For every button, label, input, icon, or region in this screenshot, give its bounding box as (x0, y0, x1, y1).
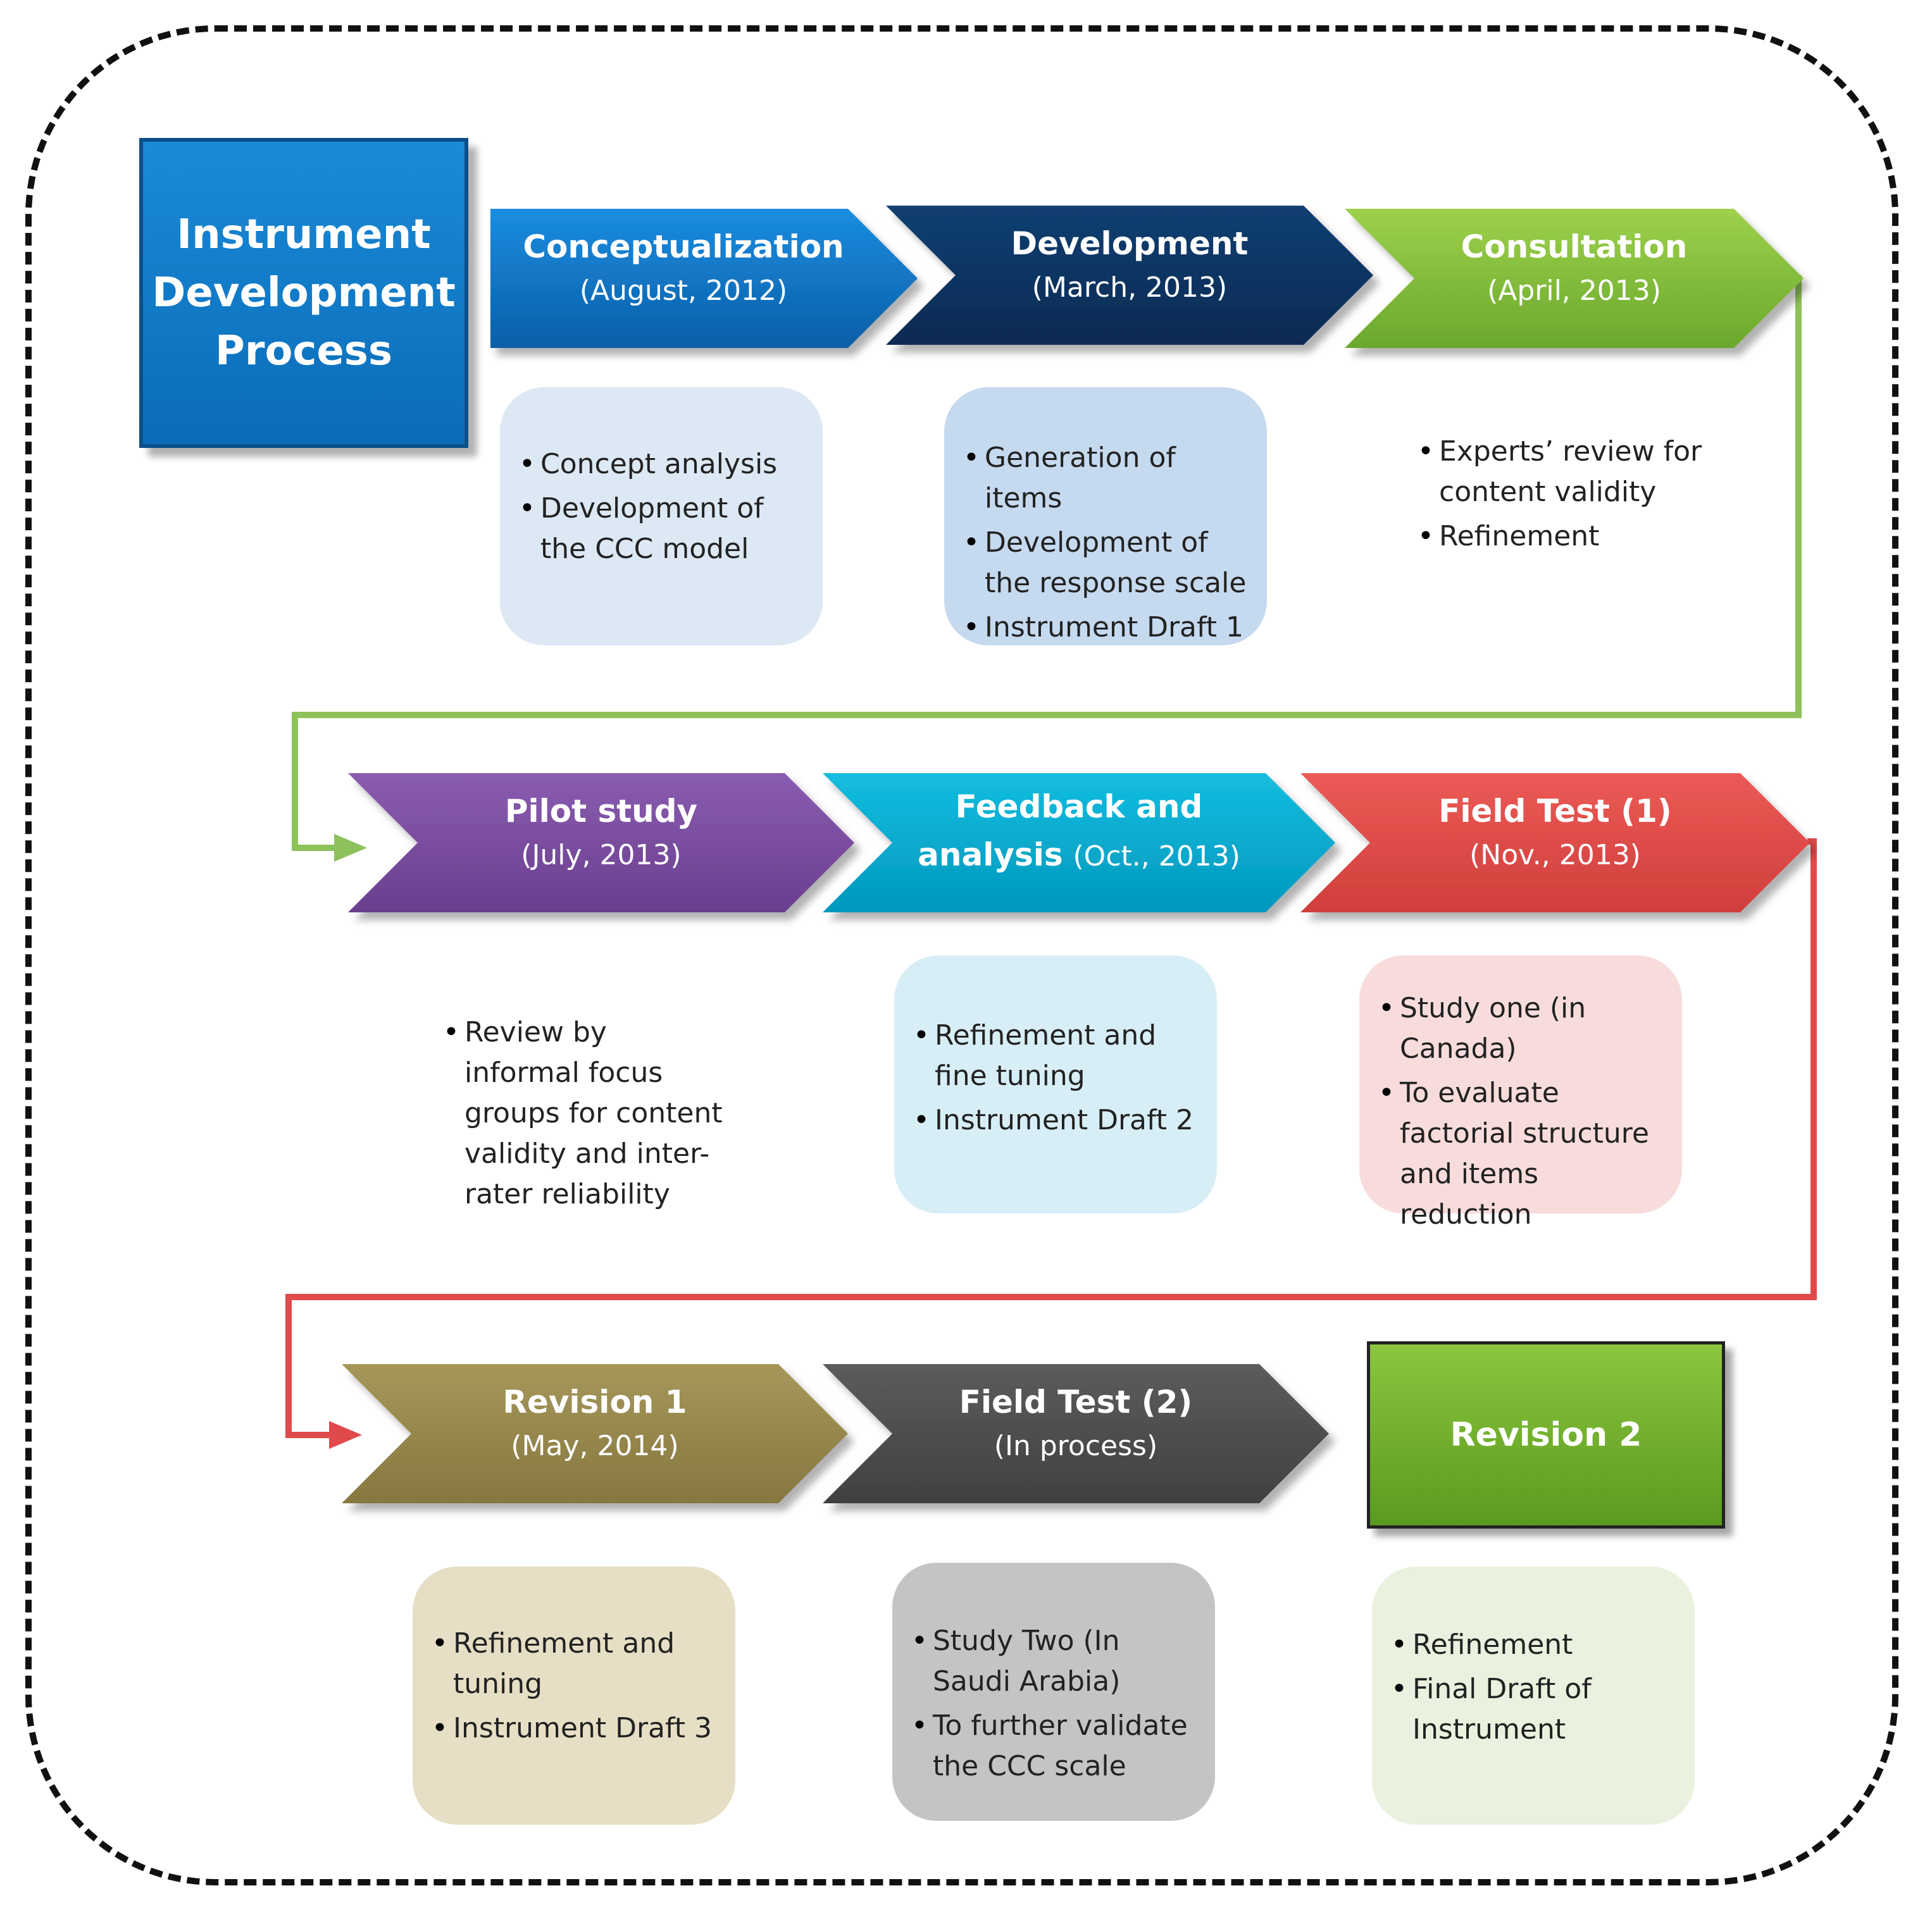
detail-item: Development of the response scale (959, 523, 1248, 604)
stage-name: Pilot study (504, 793, 698, 829)
detail-item: Final Draft of Instrument (1387, 1669, 1676, 1750)
diagram-title: Instrument Development Process (152, 211, 456, 375)
chevron-pilot-study (348, 773, 854, 912)
details-consultation: Experts’ review for content validity Ref… (1399, 387, 1721, 645)
label-conceptualization: Conceptualization (August, 2012) (490, 225, 876, 313)
stage-name-line2: analysis (918, 836, 1063, 873)
box-revision-2: Revision 2 (1367, 1341, 1725, 1529)
details-revision-2: Refinement Final Draft of Instrument (1372, 1567, 1695, 1825)
detail-item: Experts’ review for content validity (1414, 431, 1702, 512)
connector-row2-to-row3 (285, 838, 1817, 1438)
details-feedback-analysis: Refinement and fine tuning Instrument Dr… (894, 955, 1217, 1214)
stage-name: Revision 1 (502, 1384, 687, 1420)
stage-name: Conceptualization (523, 228, 844, 265)
detail-item: To evaluate factorial structure and item… (1374, 1073, 1663, 1235)
stage-date: (August, 2012) (579, 275, 788, 307)
details-pilot-study: Review by informal focus groups for cont… (424, 955, 747, 1214)
chevron-development (886, 206, 1373, 345)
chevron-conceptualization (490, 209, 918, 348)
stage-date: (Nov., 2013) (1469, 839, 1641, 871)
label-field-test-1: Field Test (1) (Nov., 2013) (1370, 789, 1740, 878)
stage-name: Field Test (2) (959, 1384, 1193, 1420)
label-feedback-analysis: Feedback and analysis (Oct., 2013) (892, 785, 1266, 881)
detail-item: Study Two (In Saudi Arabia) (907, 1621, 1196, 1702)
detail-item: To further validate the CCC scale (907, 1706, 1196, 1787)
chevron-consultation (1345, 209, 1804, 348)
detail-item: Instrument Draft 2 (909, 1100, 1198, 1141)
stage-date: (Oct., 2013) (1073, 840, 1240, 872)
dashed-frame (25, 25, 1898, 1885)
stage-date: (July, 2013) (521, 839, 682, 871)
stage-date: (March, 2013) (1031, 271, 1228, 304)
detail-item: Refinement (1387, 1625, 1676, 1665)
details-revision-1: Refinement and tuning Instrument Draft 3 (413, 1567, 735, 1825)
detail-item: Concept analysis (515, 444, 804, 485)
chevron-feedback-analysis (823, 773, 1335, 912)
stage-name: Consultation (1461, 228, 1688, 265)
detail-item: Development of the CCC model (515, 488, 804, 569)
details-field-test-2: Study Two (In Saudi Arabia) To further v… (892, 1563, 1215, 1821)
label-field-test-2: Field Test (2) (In process) (892, 1380, 1259, 1468)
stage-date: (In process) (994, 1430, 1158, 1462)
detail-item: Refinement and tuning (428, 1623, 716, 1704)
detail-item: Refinement (1414, 516, 1702, 557)
connector-row2-arrowhead (329, 1421, 362, 1449)
stage-name: Development (1011, 225, 1249, 262)
detail-item: Study one (in Canada) (1374, 988, 1663, 1069)
title-box: Instrument Development Process (139, 138, 468, 448)
detail-item: Instrument Draft 1 (959, 607, 1248, 648)
stage-name: Revision 2 (1450, 1416, 1642, 1454)
detail-item: Review by informal focus groups for cont… (439, 1012, 728, 1215)
label-pilot-study: Pilot study (July, 2013) (418, 789, 785, 878)
detail-item: Refinement and fine tuning (909, 1015, 1198, 1096)
detail-item: Generation of items (959, 438, 1248, 519)
chevron-field-test-2 (823, 1364, 1329, 1503)
stage-date: (April, 2013) (1487, 275, 1661, 307)
stage-name: Field Test (1) (1438, 793, 1672, 829)
connector-row1-arrowhead (334, 834, 367, 862)
label-revision-1: Revision 1 (May, 2014) (411, 1380, 778, 1468)
chevron-revision-1 (342, 1364, 848, 1503)
label-consultation: Consultation (April, 2013) (1414, 225, 1734, 313)
chevron-field-test-1 (1300, 773, 1810, 912)
stage-name-line2-wrap: analysis (Oct., 2013) (918, 836, 1240, 873)
details-development: Generation of items Development of the r… (944, 387, 1267, 648)
details-field-test-1: Study one (in Canada) To evaluate factor… (1359, 955, 1682, 1231)
stage-date: (May, 2014) (511, 1430, 679, 1462)
label-development: Development (March, 2013) (956, 221, 1304, 310)
details-conceptualization: Concept analysis Development of the CCC … (500, 387, 823, 645)
detail-item: Instrument Draft 3 (428, 1708, 716, 1749)
stage-name-line1: Feedback and (955, 788, 1203, 825)
